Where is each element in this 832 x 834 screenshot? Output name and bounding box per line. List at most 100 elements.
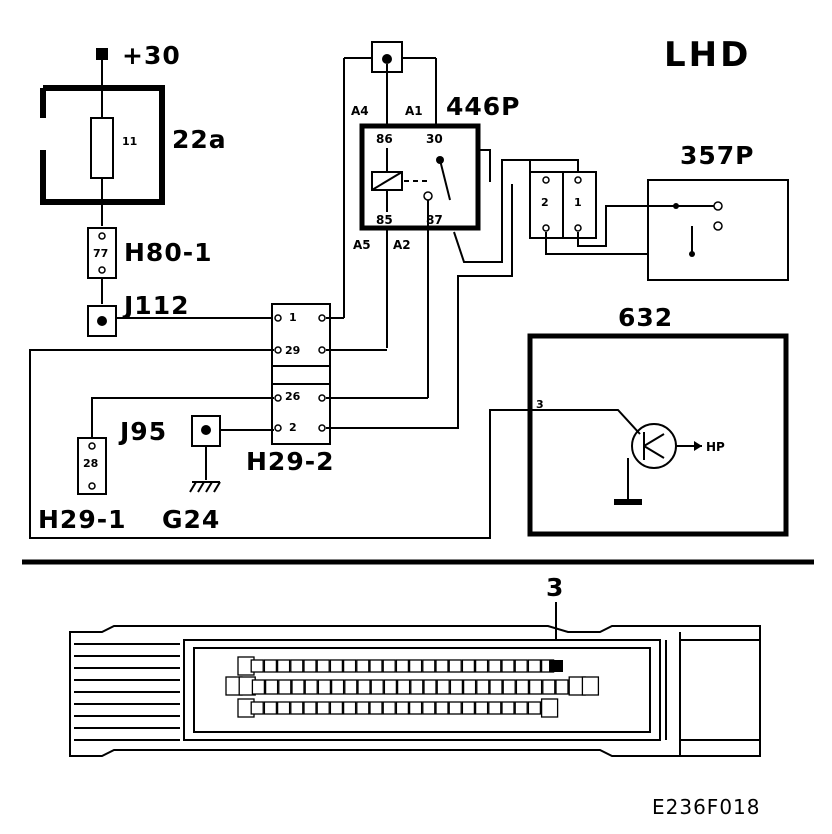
- connector-pin-cell: [395, 659, 410, 673]
- ground-label: G24: [162, 505, 220, 534]
- connector-pin-cell: [396, 679, 411, 695]
- connector-pin-cell: [527, 659, 542, 673]
- h292-id-label: H29-2: [246, 447, 334, 476]
- h80-pin-label: 77: [93, 247, 108, 260]
- splice-j95: J95: [118, 415, 274, 493]
- relay-pin-a4: A4: [351, 104, 369, 118]
- connector-pin-cell: [527, 701, 542, 715]
- j95-label: J95: [118, 417, 167, 446]
- connector-pin-cell: [356, 659, 370, 673]
- relay-pin-a1: A1: [405, 104, 423, 118]
- connector-pin-cell: [304, 679, 318, 695]
- h80-id-label: H80-1: [124, 238, 212, 267]
- connector-pin-cell: [514, 659, 528, 673]
- connector-pin-cell: [489, 679, 503, 695]
- connector-pin-cell: [528, 679, 543, 695]
- relay-pin-86: 86: [376, 132, 393, 146]
- connector-pin-cell: [435, 701, 449, 715]
- fuse-element: [90, 117, 114, 179]
- connector-pin-cell: [329, 701, 344, 715]
- relay-pin-a5: A5: [353, 238, 371, 252]
- fuse-id-label: 22a: [172, 125, 227, 154]
- connector-pin-cell: [408, 659, 423, 673]
- connector-pin-cell: [342, 701, 357, 715]
- connector-pin-cell: [330, 679, 345, 695]
- connector-pin-cell: [501, 701, 515, 715]
- h291-pin-label: 28: [83, 457, 98, 470]
- pump-357p: 2 1 357P: [510, 141, 789, 281]
- connector-pin-cell: [461, 701, 476, 715]
- fuse-22a: +30 11 22a: [40, 41, 227, 226]
- connector-pin-cell: [448, 659, 462, 673]
- relay-446p: A4 A1 446P 86 30 85 87 A5 A2: [343, 41, 579, 398]
- figure-code: E236F018: [652, 795, 761, 819]
- connector-pin-cell: [369, 659, 383, 673]
- supply-terminal: [96, 48, 108, 60]
- fuse-pin-label: 11: [122, 135, 137, 148]
- connector-pin-cell: [357, 679, 371, 695]
- h292-pin-26: 26: [285, 390, 301, 403]
- ecu-id-label: 632: [618, 303, 673, 332]
- region-label: LHD: [664, 35, 751, 75]
- connector-pin-cell: [263, 659, 278, 673]
- connector-pin-cell: [436, 679, 450, 695]
- connector-pin-cell: [250, 701, 264, 715]
- highlighted-pin: [549, 660, 563, 672]
- connector-pin-cell: [474, 701, 489, 715]
- supply-label: +30: [122, 41, 181, 70]
- connector-pin-cell: [501, 659, 515, 673]
- connector-pin-cell: [408, 701, 423, 715]
- ecu-632: 632 3 HP: [527, 303, 789, 537]
- connector-pin-cell: [276, 701, 291, 715]
- ecu-connector-illustration: 3: [69, 573, 761, 757]
- connector-h29-2: 1 29 26 2 H29-2: [29, 184, 532, 539]
- connector-pin-cell: [316, 701, 330, 715]
- connector-h29-1: 28 H29-1 G24: [38, 437, 220, 534]
- splice-j112: J112: [87, 291, 274, 337]
- connector-pin-rows: [225, 656, 600, 718]
- connector-pin-cell: [370, 679, 384, 695]
- connector-pin-cell: [303, 659, 317, 673]
- connector-pin-cell: [395, 701, 410, 715]
- connector-pin-cell: [382, 701, 396, 715]
- connector-pin-cell: [462, 679, 477, 695]
- connector-pin-cell: [448, 701, 462, 715]
- connector-pin-cell: [488, 701, 502, 715]
- connector-pin-cell: [290, 701, 304, 715]
- relay-pin-85: 85: [376, 213, 393, 227]
- connector-pin-cell: [488, 659, 502, 673]
- connector-pin-cell: [514, 701, 528, 715]
- connector-pin-cell: [251, 679, 266, 695]
- pump-pin-2: 2: [541, 196, 549, 209]
- connector-pin-cell: [383, 679, 398, 695]
- connector-pin-cell: [542, 679, 556, 695]
- connector-pin-cell: [502, 679, 516, 695]
- relay-pin-87: 87: [426, 213, 443, 227]
- connector-pin-cell: [356, 701, 370, 715]
- connector-pin-cell: [369, 701, 383, 715]
- connector-pin-cell: [461, 659, 476, 673]
- connector-pin-cell: [555, 679, 569, 695]
- connector-pin-cell: [422, 659, 436, 673]
- connector-pin-cell: [342, 659, 357, 673]
- connector-pin-cell: [410, 679, 424, 695]
- connector-pin-cell: [515, 679, 530, 695]
- connector-pin-cell: [581, 676, 600, 696]
- ecu-pin-label: 3: [536, 398, 544, 411]
- connector-pin-cell: [435, 659, 449, 673]
- connector-pin-cell: [540, 698, 559, 718]
- pump-id-label: 357P: [680, 141, 755, 170]
- connector-pin-cell: [263, 701, 278, 715]
- relay-pin-30: 30: [426, 132, 443, 146]
- connector-pin-cell: [264, 679, 279, 695]
- connector-h80-1: 77 H80-1: [87, 227, 212, 304]
- h292-pin-29: 29: [285, 344, 300, 357]
- connector-pin-cell: [449, 679, 464, 695]
- pump-pin-1: 1: [574, 196, 582, 209]
- connector-pin-cell: [290, 659, 304, 673]
- h292-pin-1: 1: [289, 311, 297, 324]
- h292-pin-2: 2: [289, 421, 297, 434]
- connector-pin-cell: [303, 701, 317, 715]
- connector-pin-cell: [474, 659, 489, 673]
